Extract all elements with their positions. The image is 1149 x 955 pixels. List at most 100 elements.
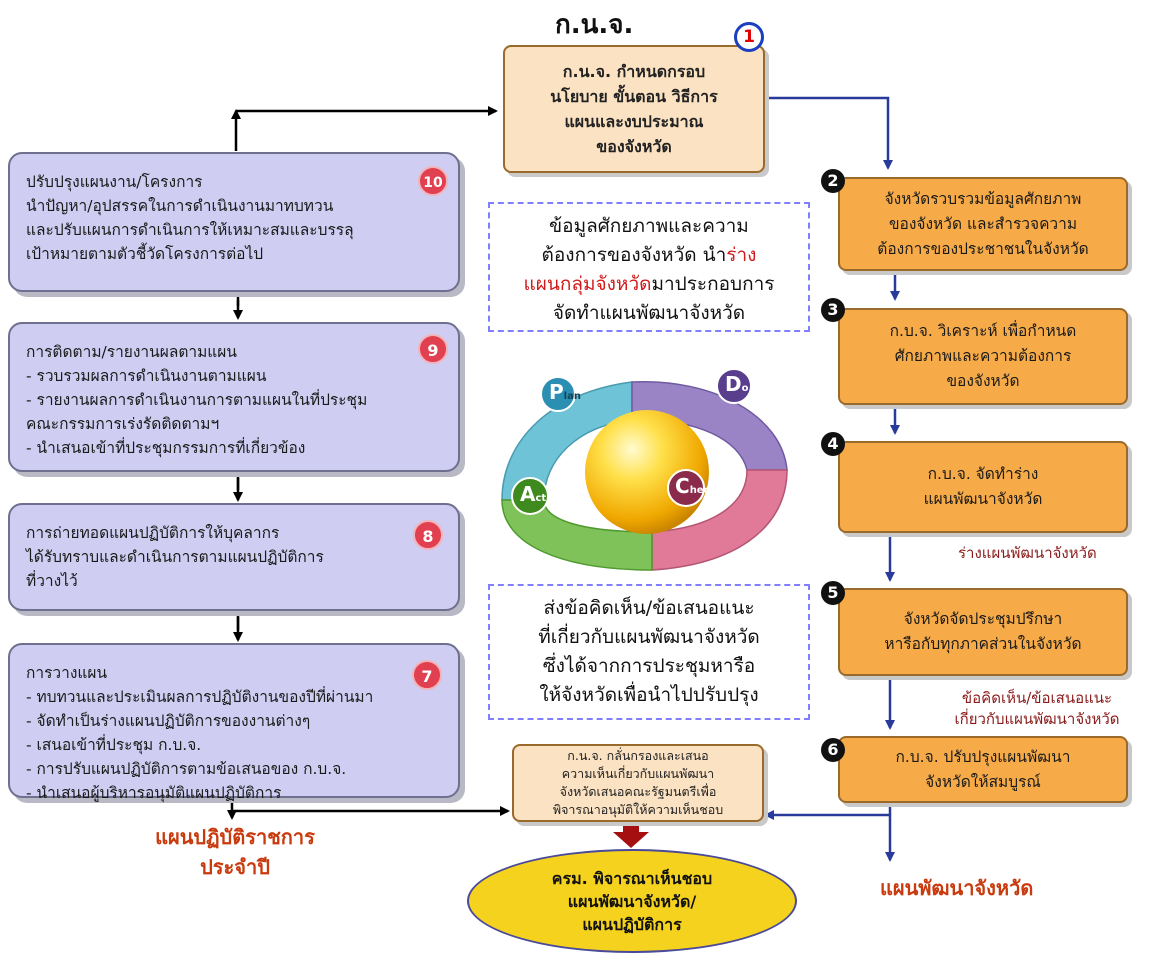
step-7-line: - ทบทวนและประเมินผลการปฏิบัติงานของปีที่…	[26, 688, 374, 706]
step-7-line: การวางแผน	[26, 664, 108, 682]
pdca-do-badge	[716, 368, 752, 404]
step-8-line: ที่วางไว้	[26, 572, 78, 590]
pdca-plan-rest: lan	[563, 391, 581, 402]
step-9-line: คณะกรรมการเร่งรัดติดตามฯ	[26, 415, 220, 433]
step-4-number: 4	[821, 432, 845, 456]
pdca-plan-label: Plan	[549, 380, 581, 404]
step-6-number: 6	[821, 738, 845, 762]
step-1-box: ก.น.จ. กำหนดกรอบ นโยบาย ขั้นตอน วิธีการ …	[503, 45, 765, 173]
label-feedback-line: ข้อคิดเห็น/ข้อเสนอแนะ	[961, 689, 1113, 707]
step-4-line: แผนพัฒนาจังหวัด	[923, 490, 1043, 508]
info-top-line: ต้องการของจังหวัด นำร่าง	[490, 241, 808, 270]
step-1-number: 1	[734, 22, 764, 52]
pdca-do-rest: o	[741, 383, 749, 394]
step-7-line: - จัดทำเป็นร่างแผนปฏิบัติการของงานต่างๆ	[26, 712, 311, 730]
info-top-highlight: ร่าง	[726, 244, 757, 266]
step-2-line: ของจังหวัด และสำรวจความ	[888, 214, 1078, 233]
info-top-text: มาประกอบการ	[651, 273, 775, 295]
step-8-line: การถ่ายทอดแผนปฏิบัติการให้บุคลากร	[26, 524, 280, 542]
step-7-line: - การปรับแผนปฏิบัติการตามข้อเสนอของ ก.บ.…	[26, 760, 347, 778]
step-5-box: จังหวัดจัดประชุมปรึกษา หารือกับทุกภาคส่ว…	[838, 588, 1128, 676]
pdca-do-label: Do	[725, 372, 748, 396]
step-9-line: - รวบรวมผลการดำเนินงานตามแผน	[26, 367, 267, 385]
step-4-box: ก.บ.จ. จัดทำร่าง แผนพัฒนาจังหวัด	[838, 441, 1128, 533]
pdca-act-badge	[511, 477, 549, 515]
step-3-line: ก.บ.จ. วิเคราะห์ เพื่อกำหนด	[889, 322, 1077, 340]
label-annual-plan-line: ประจำปี	[200, 855, 270, 879]
pdca-act-arc	[501, 499, 653, 571]
pdca-check-rest: heck	[689, 485, 717, 496]
step-7-line: - นำเสนอผู้บริหารอนุมัติแผนปฏิบัติการ	[26, 784, 282, 802]
step-5-line: หารือกับทุกภาคส่วนในจังหวัด	[884, 635, 1082, 653]
step-5-number: 5	[821, 581, 845, 605]
step-2-line: จังหวัดรวบรวมข้อมูลศักยภาพ	[884, 189, 1082, 208]
step-10-line: และปรับแผนการดำเนินการให้เหมาะสมและบรรลุ	[26, 221, 354, 239]
pdca-act-letter: A	[520, 482, 536, 506]
info-bottom-line: ส่งข้อคิดเห็น/ข้อเสนอแนะ	[543, 597, 755, 619]
info-box-feedback: ส่งข้อคิดเห็น/ข้อเสนอแนะ ที่เกี่ยวกับแผน…	[488, 584, 810, 720]
step-7-number: 7	[412, 660, 442, 690]
step-6-box: ก.บ.จ. ปรับปรุงแผนพัฒนา จังหวัดให้สมบูรณ…	[838, 736, 1128, 803]
pdca-act-rest: ct	[535, 493, 547, 504]
step-1-line: แผนและงบประมาณ	[564, 112, 704, 131]
cabinet-line: ครม. พิจารณาเห็นชอบ	[551, 868, 713, 888]
info-top-highlight: แผนกลุ่มจังหวัด	[523, 273, 652, 295]
review-line: จังหวัดเสนอคณะรัฐมนตรีเพื่อ	[559, 784, 717, 799]
step-9-number: 9	[418, 334, 448, 364]
step-8-box: การถ่ายทอดแผนปฏิบัติการให้บุคลากร ได้รับ…	[8, 503, 460, 611]
label-feedback: ข้อคิดเห็น/ข้อเสนอแนะ เกี่ยวกับแผนพัฒนาจ…	[925, 688, 1149, 730]
step-8-line: ได้รับทราบและดำเนินการตามแผนปฏิบัติการ	[26, 548, 324, 566]
info-box-potential: ข้อมูลศักยภาพและความ ต้องการของจังหวัด น…	[488, 202, 810, 332]
step-2-number: 2	[821, 169, 845, 193]
step-10-line: นำปัญหา/อุปสรรคในการดำเนินงานมาทบทวน	[26, 197, 334, 215]
step-7-line: - เสนอเข้าที่ประชุม ก.บ.จ.	[26, 736, 202, 754]
page-title: ก.น.จ.	[555, 10, 634, 40]
step-6-line: ก.บ.จ. ปรับปรุงแผนพัฒนา	[895, 747, 1071, 766]
review-box: ก.น.จ. กลั่นกรองและเสนอ ความเห็นเกี่ยวกั…	[512, 744, 764, 822]
step-3-line: ของจังหวัด	[946, 372, 1020, 390]
step-4-line: ก.บ.จ. จัดทำร่าง	[927, 465, 1039, 483]
step-2-line: ต้องการของประชาชนในจังหวัด	[877, 239, 1089, 258]
info-top-line: ข้อมูลศักยภาพและความ	[549, 215, 749, 237]
cabinet-line: แผนปฏิบัติการ	[582, 914, 682, 934]
info-bottom-line: ซึ่งได้จากการประชุมหารือ	[542, 655, 756, 677]
step-9-line: - นำเสนอเข้าที่ประชุมกรรมการที่เกี่ยวข้อ…	[26, 439, 306, 457]
pdca-do-letter: D	[725, 372, 742, 396]
step-10-box: ปรับปรุงแผนงาน/โครงการ นำปัญหา/อุปสรรคใน…	[8, 152, 460, 292]
pdca-act-label: Act	[520, 482, 546, 506]
pdca-cycle-graphic	[501, 368, 788, 571]
info-top-text: ต้องการของจังหวัด นำ	[541, 244, 727, 266]
step-9-line: การติดตาม/รายงานผลตามแผน	[26, 343, 237, 361]
step-9-box: การติดตาม/รายงานผลตามแผน - รวบรวมผลการดำ…	[8, 322, 460, 472]
review-line: ความเห็นเกี่ยวกับแผนพัฒนา	[561, 766, 715, 781]
pdca-plan-badge	[540, 376, 576, 412]
cabinet-line: แผนพัฒนาจังหวัด/	[567, 891, 697, 911]
info-bottom-line: ให้จังหวัดเพื่อนำไปปรับปรุง	[539, 684, 759, 706]
step-5-line: จังหวัดจัดประชุมปรึกษา	[903, 610, 1063, 628]
step-2-box: จังหวัดรวบรวมข้อมูลศักยภาพ ของจังหวัด แล…	[838, 177, 1128, 271]
label-annual-plan-line: แผนปฏิบัติราชการ	[155, 825, 315, 849]
step-1-line: นโยบาย ขั้นตอน วิธีการ	[550, 87, 718, 106]
step-1-line: ก.น.จ. กำหนดกรอบ	[562, 62, 706, 81]
step-10-line: เป้าหมายตามตัวชี้วัดโครงการต่อไป	[26, 245, 264, 263]
step-10-number: 10	[418, 166, 448, 196]
step-7-box: การวางแผน - ทบทวนและประเมินผลการปฏิบัติง…	[8, 643, 460, 802]
step-8-number: 8	[413, 520, 443, 550]
step-6-line: จังหวัดให้สมบูรณ์	[925, 772, 1041, 791]
label-draft-plan: ร่างแผนพัฒนาจังหวัด	[958, 544, 1097, 562]
pdca-check-badge	[667, 469, 705, 507]
label-feedback-line: เกี่ยวกับแผนพัฒนาจังหวัด	[954, 710, 1120, 728]
review-line: พิจารณาอนุมัติให้ความเห็นชอบ	[552, 802, 724, 817]
info-bottom-line: ที่เกี่ยวกับแผนพัฒนาจังหวัด	[538, 626, 760, 648]
info-top-line: จัดทำแผนพัฒนาจังหวัด	[552, 302, 746, 324]
step-3-number: 3	[821, 298, 845, 322]
pdca-check-label: Check	[675, 474, 716, 498]
step-3-line: ศักยภาพและความต้องการ	[894, 347, 1072, 365]
review-line: ก.น.จ. กลั่นกรองและเสนอ	[567, 748, 709, 763]
pdca-check-letter: C	[675, 474, 690, 498]
pdca-plan-letter: P	[549, 380, 564, 404]
cabinet-approval-ellipse: ครม. พิจารณาเห็นชอบ แผนพัฒนาจังหวัด/ แผน…	[467, 849, 797, 953]
step-9-line: - รายงานผลการดำเนินงานการตามแผนในที่ประช…	[26, 391, 368, 409]
step-3-box: ก.บ.จ. วิเคราะห์ เพื่อกำหนด ศักยภาพและคว…	[838, 308, 1128, 405]
